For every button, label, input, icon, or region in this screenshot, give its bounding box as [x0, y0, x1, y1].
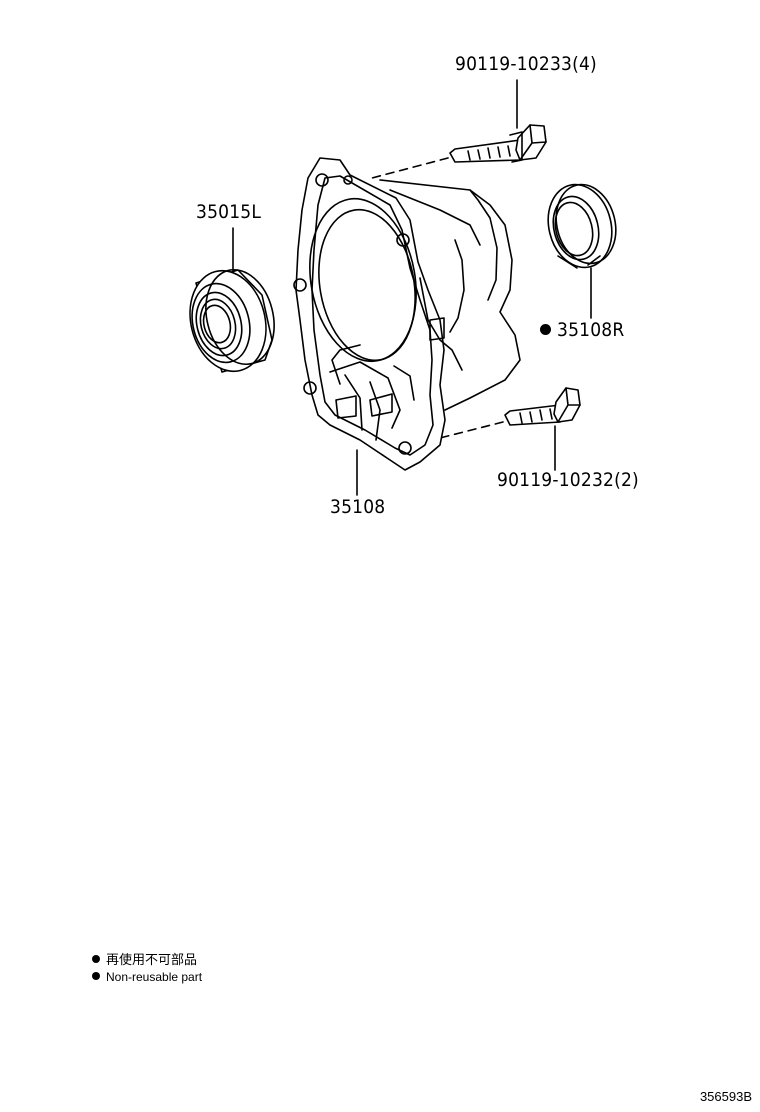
callout-bolt-upper[interactable]: 90119-10233(4) — [455, 55, 597, 74]
bearing-left-drawing — [189, 268, 275, 373]
legend-en-text: Non-reusable part — [106, 970, 203, 984]
callout-housing[interactable]: 35108 — [330, 498, 385, 517]
callout-bolt-upper-label: 90119-10233(4) — [455, 53, 597, 75]
non-reusable-marker-icon — [540, 324, 551, 335]
upper-bolt-dash — [371, 157, 449, 179]
callout-bearing-left[interactable]: 35015L — [196, 203, 261, 222]
bullet-icon — [92, 955, 100, 963]
lower-bolt-drawing — [504, 387, 581, 426]
diagram-id: 356593B — [699, 1089, 752, 1104]
callout-bolt-lower-label: 90119-10232(2) — [497, 469, 639, 491]
housing-drawing — [293, 157, 521, 471]
legend-en: Non-reusable part — [92, 971, 202, 983]
lower-bolt-dash — [439, 421, 504, 439]
callout-bolt-lower[interactable]: 90119-10232(2) — [497, 471, 639, 490]
callout-bearing-left-label: 35015L — [196, 201, 262, 223]
seal-right-drawing — [547, 183, 617, 269]
upper-bolt-drawing — [449, 124, 547, 163]
callout-seal-right[interactable]: 35108R — [540, 321, 624, 340]
bullet-icon — [92, 972, 100, 980]
legend-jp: 再使用不可部品 — [92, 953, 197, 966]
callout-housing-label: 35108 — [330, 496, 386, 518]
legend-jp-text: 再使用不可部品 — [106, 952, 198, 967]
callout-seal-right-label: 35108R — [557, 319, 625, 341]
